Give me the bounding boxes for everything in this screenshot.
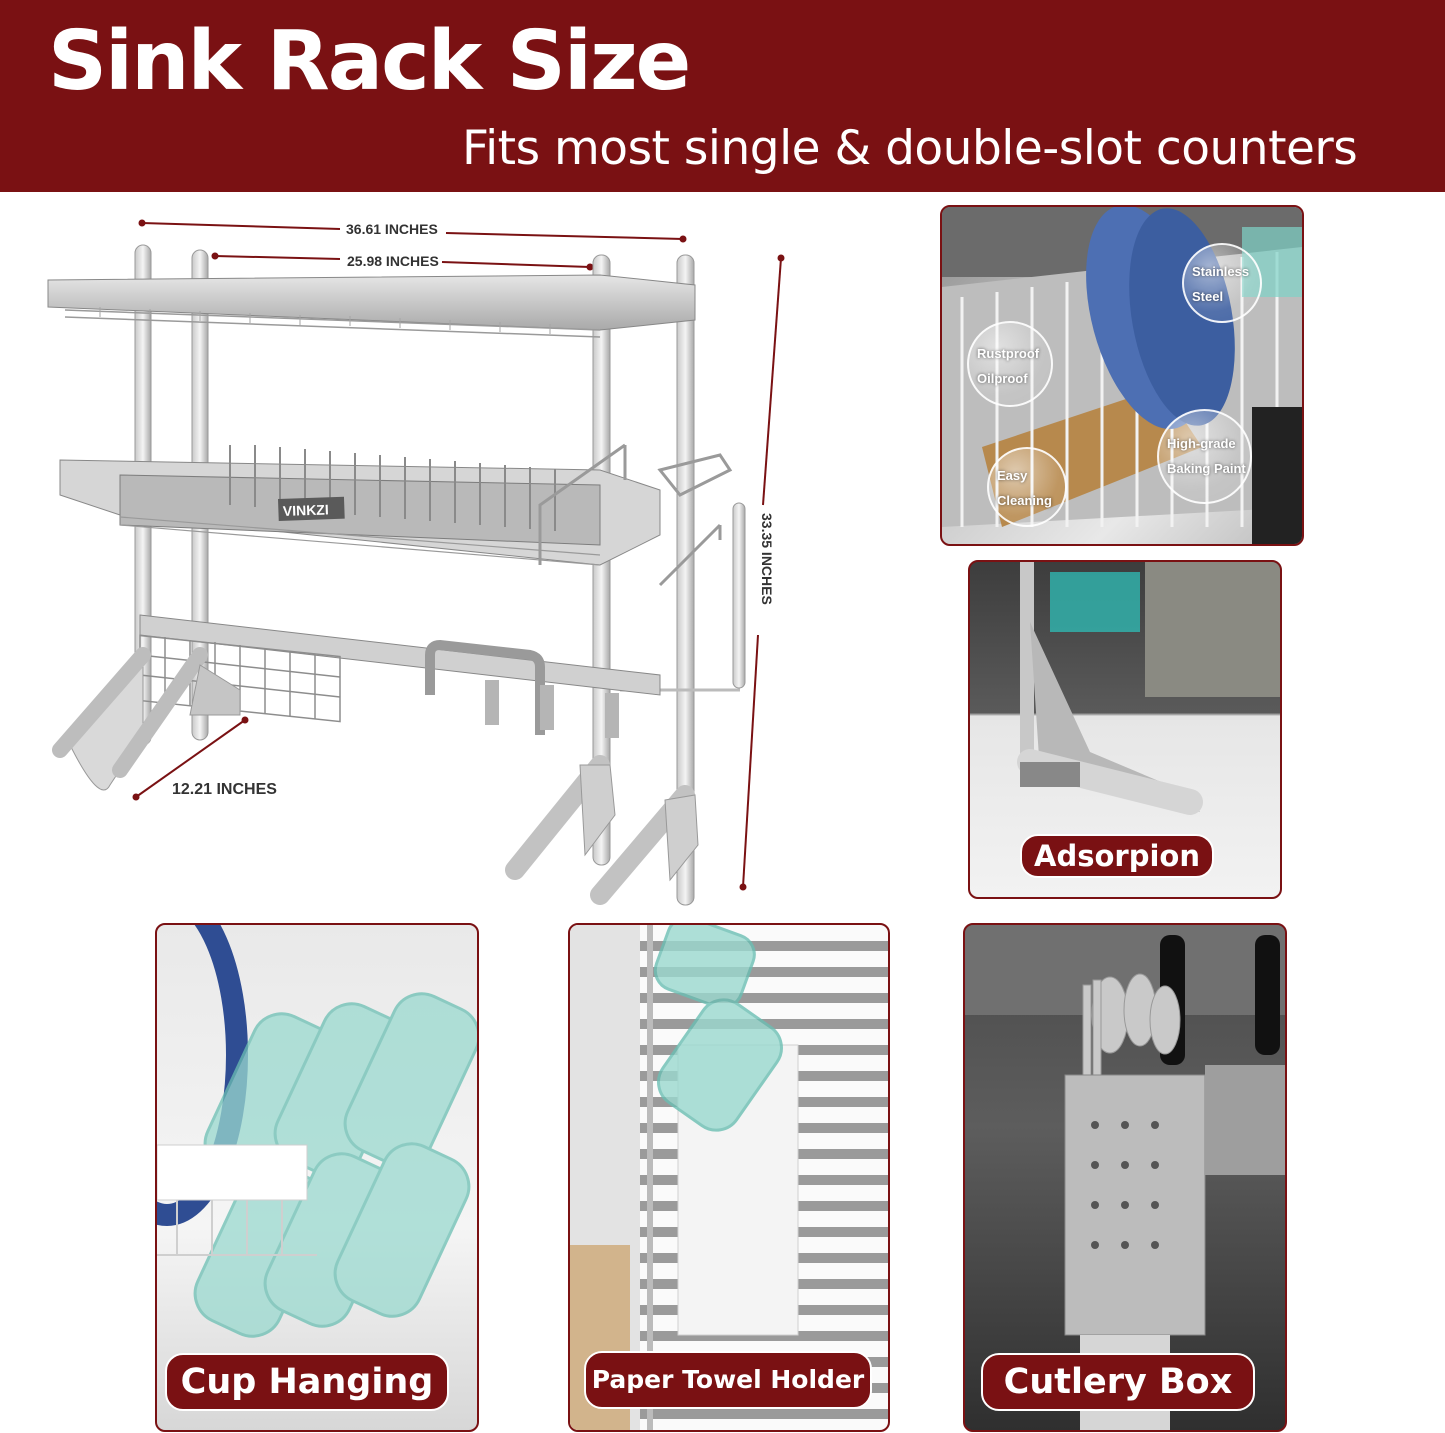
rack-drawing: VINKZI — [47, 219, 785, 906]
cup-hanging-closeup — [157, 925, 477, 1338]
page-subtitle: Fits most single & double-slot counters — [462, 121, 1358, 176]
paper-towel-closeup — [570, 925, 799, 1430]
adsorption-panel: Adsorpion — [968, 560, 1282, 899]
page-title: Sink Rack Size — [48, 14, 691, 109]
dimension-depth: 12.21 INCHES — [172, 781, 277, 798]
rack-foot-closeup — [1017, 562, 1280, 815]
header-banner: Sink Rack Size Fits most single & double… — [0, 0, 1445, 192]
cutlery-box-panel: Cutlery Box — [963, 923, 1287, 1432]
dimension-total-width: 36.61 INCHES — [346, 221, 438, 237]
cup-hanging-panel: Cup Hanging — [155, 923, 479, 1432]
cutlery-box-closeup — [965, 925, 1285, 1430]
dimension-inner-width: 25.98 INCHES — [347, 253, 439, 269]
dimension-height: 33.35 INCHES — [759, 513, 775, 605]
paper-towel-label: Paper Towel Holder — [584, 1351, 872, 1409]
rack-illustration: VINKZI 36.61 INCHES — [40, 205, 840, 915]
paper-towel-panel: Paper Towel Holder — [568, 923, 890, 1432]
cutlery-box-label: Cutlery Box — [981, 1353, 1255, 1411]
adsorption-label: Adsorpion — [1020, 834, 1214, 878]
cup-hanging-label: Cup Hanging — [165, 1353, 449, 1411]
rack-brand-label: VINKZI — [283, 501, 329, 519]
